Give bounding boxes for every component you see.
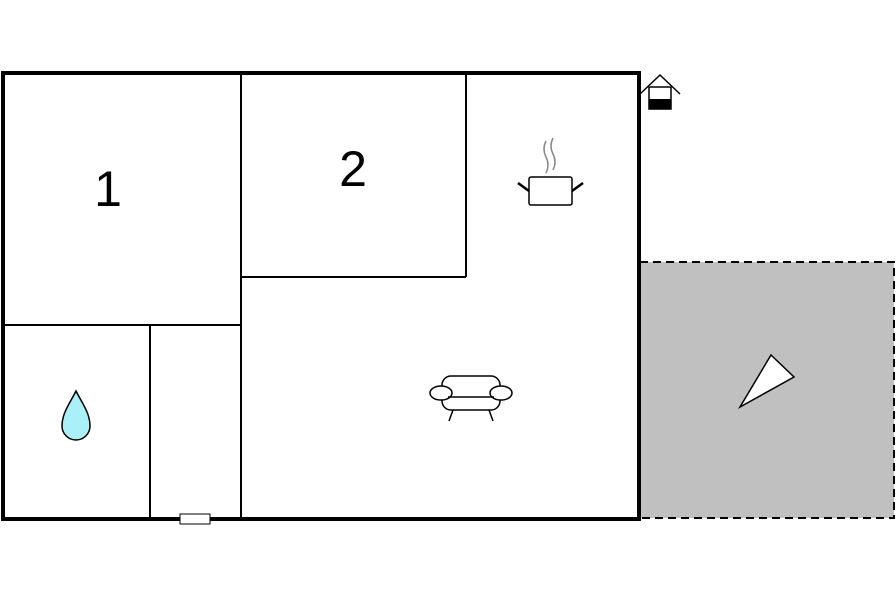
house-entrance-icon <box>639 73 681 110</box>
room-number-1: 1 <box>94 161 122 217</box>
cooking-pot-icon <box>517 137 584 206</box>
room-number-2: 2 <box>339 141 367 197</box>
interior-walls <box>4 74 467 518</box>
sofa-icon <box>429 375 513 422</box>
water-drop-icon <box>61 389 91 441</box>
door-marker <box>179 513 211 525</box>
terrace-parasol-icon <box>737 353 796 410</box>
outer-walls <box>1 71 641 521</box>
